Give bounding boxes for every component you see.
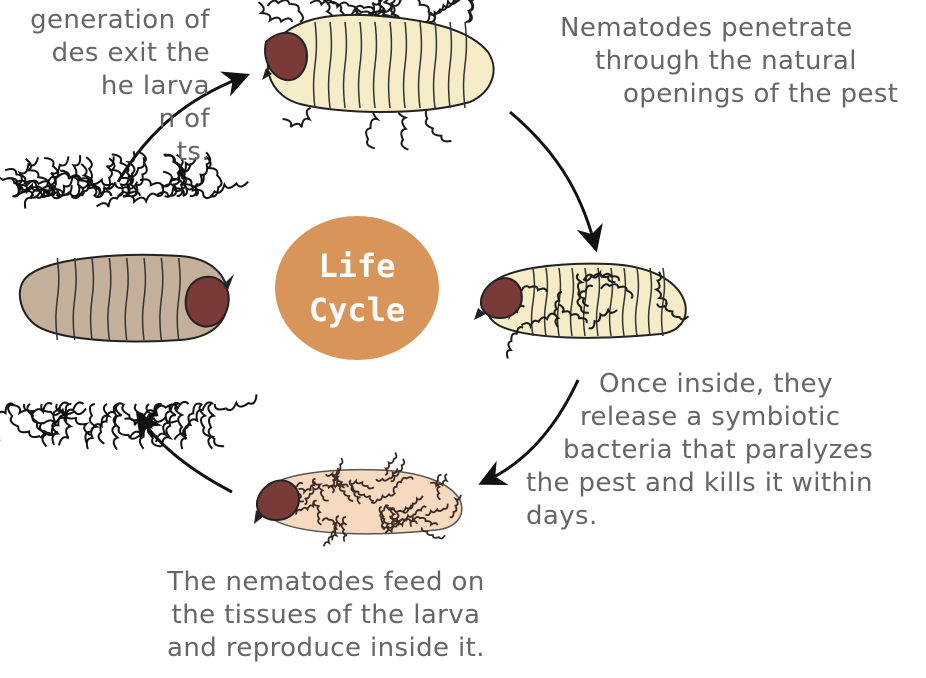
nematode (259, 2, 293, 22)
caption-line: des exit the (0, 37, 210, 70)
caption-line: Nematodes penetrate (560, 12, 898, 45)
nematode (215, 394, 257, 410)
caption-line: ts. (0, 136, 210, 169)
larva-top-illustration (259, 0, 494, 150)
nematode (429, 0, 461, 22)
caption-line: generation of (0, 4, 210, 37)
larva-left-illustration (0, 151, 257, 449)
caption-line: the tissues of the larva (148, 599, 504, 632)
caption-line: release a symbiotic (526, 401, 873, 434)
caption-line: the pest and kills it within (526, 467, 873, 500)
caption-top-left: generation of des exit the he larva n of… (0, 4, 210, 169)
nematode (398, 108, 408, 150)
nematode (426, 108, 452, 141)
caption-line: n of (0, 103, 210, 136)
nematode (366, 108, 377, 148)
caption-line: and reproduce inside it. (148, 632, 504, 665)
caption-line: openings of the pest (560, 78, 898, 111)
life-cycle-label: Life Cycle (276, 218, 438, 358)
caption-line: he larva (0, 70, 210, 103)
nematode (11, 403, 53, 415)
life-cycle-label-line1: Life (318, 244, 395, 288)
caption-mid-right: Once inside, they release a symbiotic ba… (526, 368, 873, 533)
caption-top-right: Nematodes penetrate through the natural … (560, 12, 898, 111)
larva-bottom-illustration (254, 452, 462, 546)
caption-line: through the natural (560, 45, 898, 78)
caption-bottom: The nematodes feed on the tissues of the… (148, 566, 504, 665)
caption-line: days. (526, 500, 873, 533)
nematode (283, 108, 311, 127)
arrow-right-upper (510, 112, 594, 242)
caption-line: The nematodes feed on (148, 566, 504, 599)
life-cycle-label-line2: Cycle (309, 288, 405, 332)
caption-line: bacteria that paralyzes (526, 434, 873, 467)
larva-right-illustration (474, 264, 689, 359)
arrow-bottom-left (142, 420, 232, 492)
caption-line: Once inside, they (526, 368, 873, 401)
nematode (85, 404, 108, 443)
